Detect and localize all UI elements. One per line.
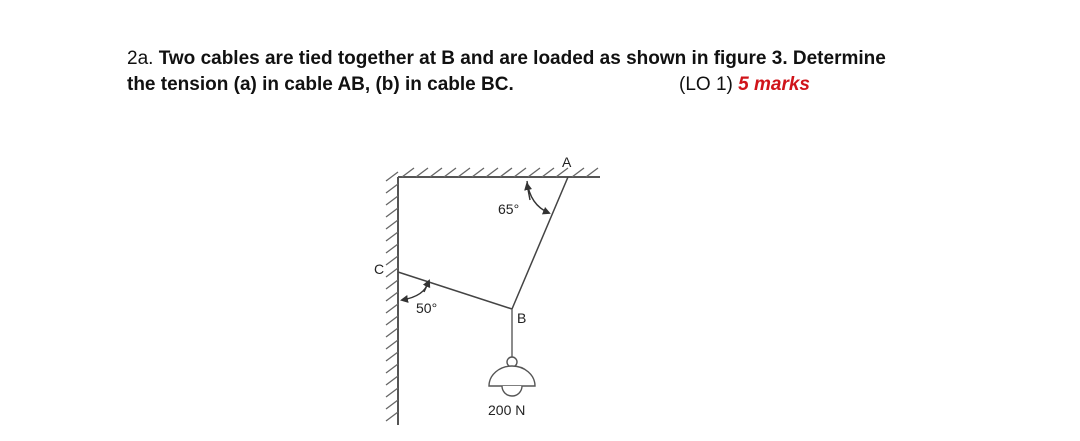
- question-block: 2a. Two cables are tied together at B an…: [127, 46, 1027, 98]
- point-b-label: B: [517, 310, 526, 326]
- ceiling-support: [398, 167, 600, 178]
- question-text-line-1: Two cables are tied together at B and ar…: [158, 48, 886, 69]
- angle-arc-50-start: [422, 279, 431, 293]
- question-line-2: the tension (a) in cable AB, (b) in cabl…: [127, 72, 1027, 98]
- learning-outcome: (LO 1): [679, 74, 733, 95]
- lamp-load-icon: [488, 356, 536, 397]
- marks-info: (LO 1) 5 marks: [679, 72, 810, 98]
- angle-50-label: 50°: [416, 300, 437, 316]
- load-label: 200 N: [488, 402, 525, 418]
- question-line-1: 2a. Two cables are tied together at B an…: [127, 46, 1027, 72]
- cable-ab: [511, 176, 569, 310]
- question-text-line-2: the tension (a) in cable AB, (b) in cabl…: [127, 74, 514, 95]
- wall-support: [385, 171, 399, 425]
- angle-arc-65-start: [524, 182, 533, 201]
- angle-arc-65: [526, 180, 551, 215]
- marks-label: 5 marks: [738, 74, 810, 95]
- angle-65-label: 65°: [498, 201, 519, 217]
- point-a-label: A: [562, 154, 572, 170]
- point-c-label: C: [374, 261, 384, 277]
- cable-bc: [397, 271, 513, 310]
- question-number: 2a.: [127, 48, 154, 69]
